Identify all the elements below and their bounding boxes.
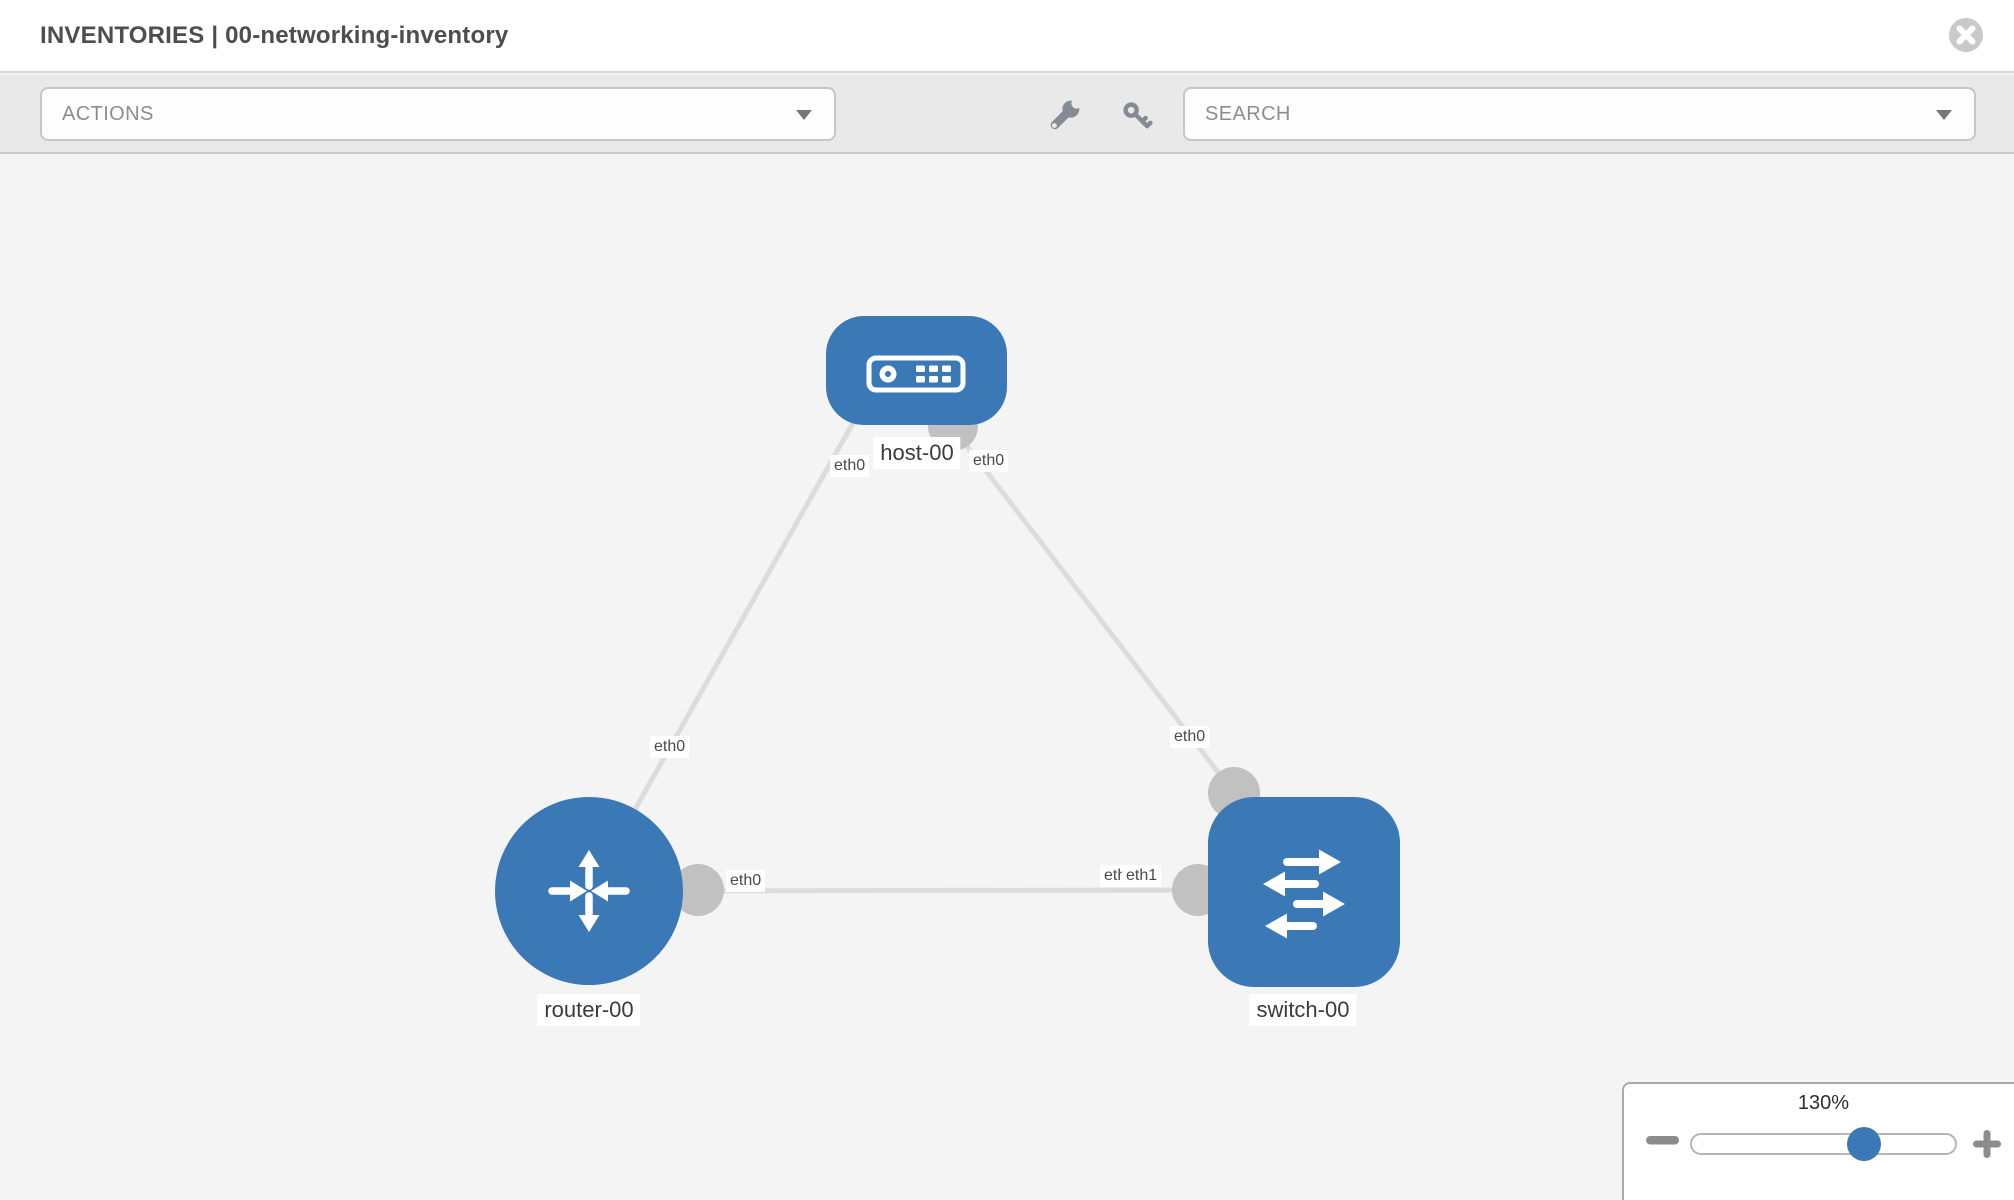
port-label-host-eth0-left: eth0 — [830, 455, 870, 477]
node-label-host-00: host-00 — [873, 437, 961, 469]
search-dropdown-label: SEARCH — [1205, 103, 1291, 125]
node-host-00[interactable] — [826, 316, 1007, 425]
port-label-host-eth0-right: eth0 — [969, 450, 1009, 472]
topology-canvas[interactable]: eth0 eth0 eth0 eth0 eth0 eth0 eth1 host-… — [0, 156, 2014, 1200]
zoom-out-button[interactable] — [1646, 1136, 1679, 1145]
close-icon — [1949, 18, 1983, 52]
actions-dropdown-label: ACTIONS — [62, 103, 154, 125]
chevron-down-icon — [796, 110, 812, 120]
router-arrows-icon — [548, 850, 630, 932]
node-label-switch-00: switch-00 — [1249, 994, 1357, 1026]
plus-icon — [1973, 1130, 2001, 1158]
server-icon — [866, 355, 966, 393]
toolbar-icons — [1048, 99, 1158, 133]
header: INVENTORIES | 00-networking-inventory — [0, 0, 2014, 73]
zoom-slider[interactable] — [1690, 1127, 1957, 1161]
close-button[interactable] — [1948, 17, 1984, 53]
search-dropdown[interactable]: SEARCH — [1183, 87, 1976, 141]
zoom-panel: 130% — [1622, 1082, 2014, 1200]
zoom-slider-thumb[interactable] — [1847, 1127, 1881, 1161]
toolbar: ACTIONS — [0, 75, 2014, 154]
chevron-down-icon — [1936, 110, 1952, 120]
key-icon[interactable] — [1120, 99, 1154, 133]
port-label-switch-eth0-top: eth0 — [1170, 726, 1210, 748]
port-label-switch-eth1: eth1 — [1122, 865, 1162, 887]
port-label-router-eth0-top: eth0 — [650, 736, 690, 758]
wrench-icon[interactable] — [1048, 99, 1082, 133]
node-label-router-00: router-00 — [537, 994, 641, 1026]
edges-layer — [586, 401, 1260, 916]
node-switch-00[interactable] — [1208, 797, 1400, 987]
actions-dropdown[interactable]: ACTIONS — [40, 87, 836, 141]
interface-dot — [672, 864, 724, 916]
page-title: INVENTORIES | 00-networking-inventory — [40, 22, 509, 49]
zoom-in-button[interactable] — [1973, 1130, 2001, 1158]
minus-icon — [1646, 1136, 1679, 1145]
port-label-router-eth0-right: eth0 — [726, 870, 766, 892]
zoom-level-label: 130% — [1797, 1092, 1850, 1114]
node-router-00[interactable] — [495, 797, 683, 985]
switch-arrows-icon — [1263, 849, 1345, 939]
